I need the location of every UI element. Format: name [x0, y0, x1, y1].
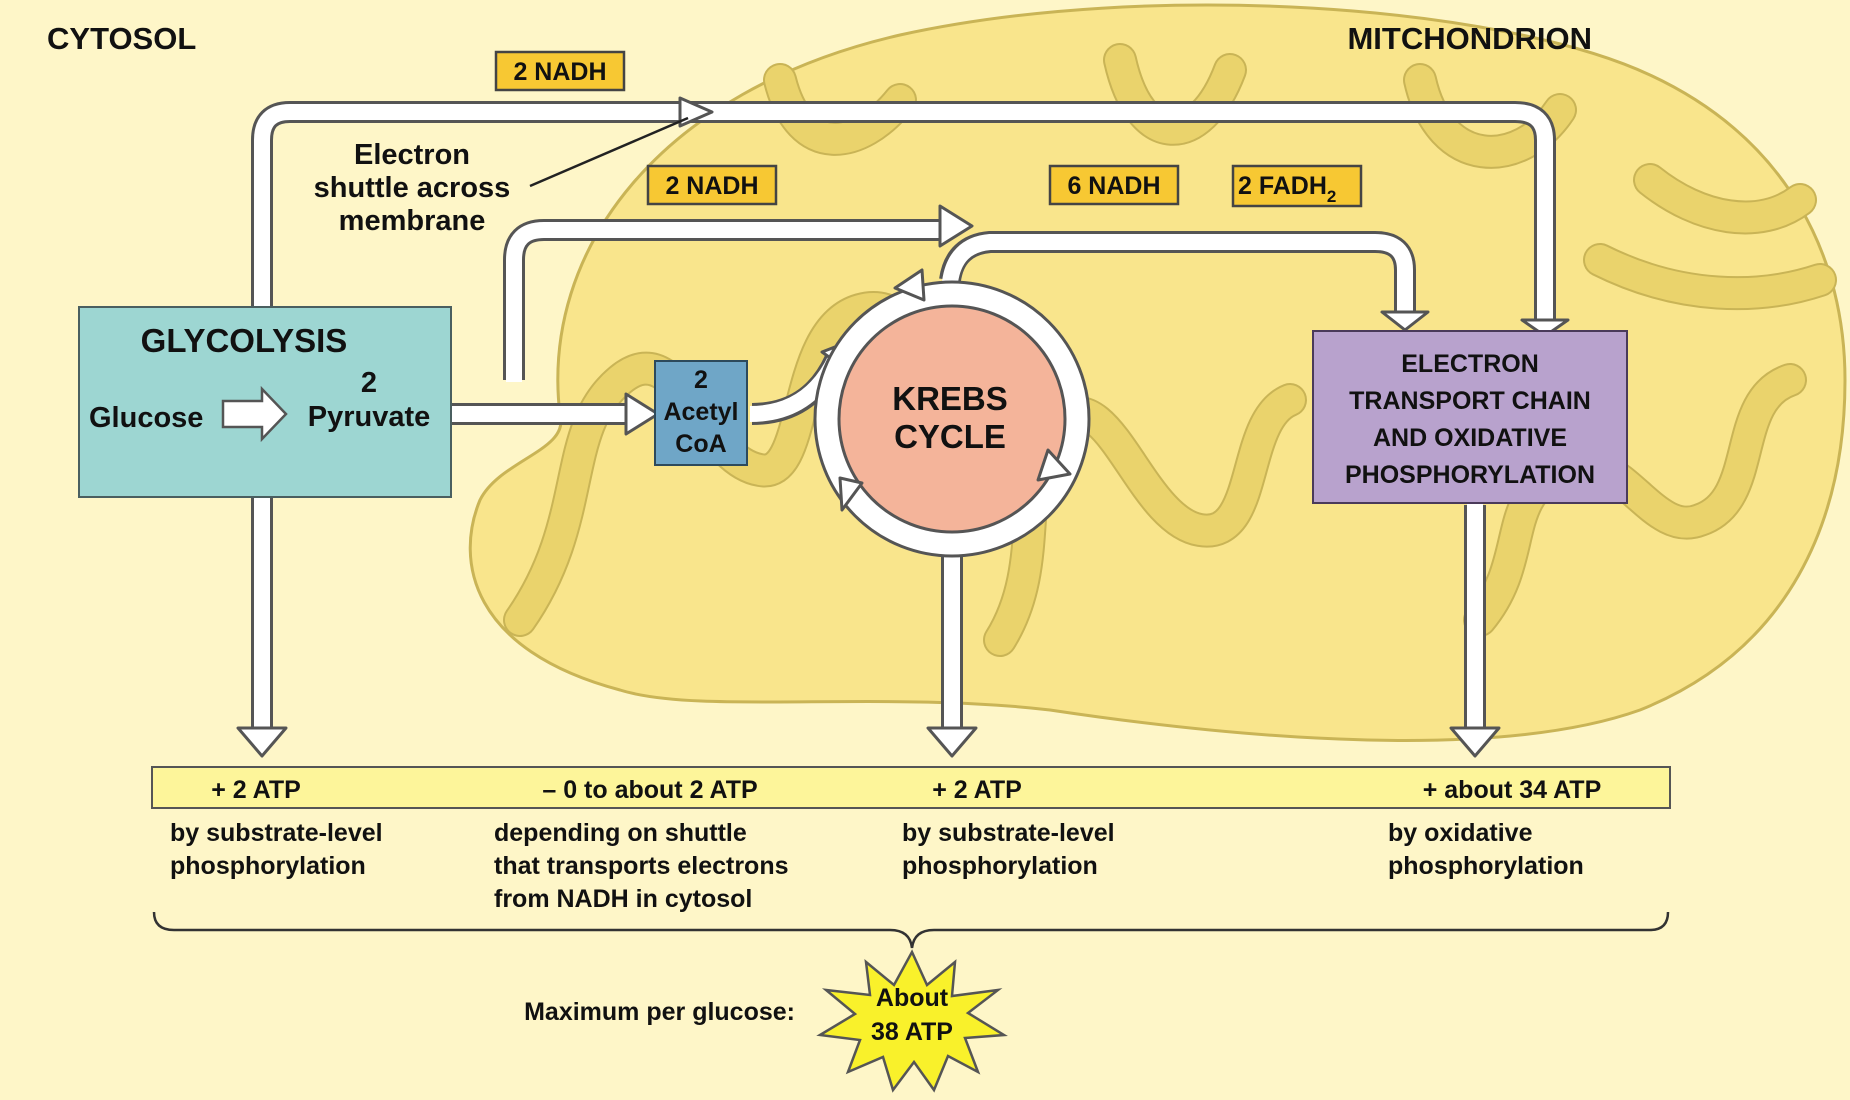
- sum-brace: [152, 911, 1670, 949]
- svg-text:by oxidative: by oxidative: [1388, 819, 1533, 847]
- pyruvate-label: Pyruvate: [308, 401, 431, 433]
- krebs-title-2: CYCLE: [894, 418, 1006, 455]
- svg-text:About: About: [876, 984, 949, 1012]
- svg-text:Acetyl: Acetyl: [663, 398, 738, 426]
- svg-text:+ 2 ATP: + 2 ATP: [211, 776, 301, 804]
- svg-text:– 0 to about 2 ATP: – 0 to about 2 ATP: [542, 776, 757, 804]
- svg-text:depending on shuttle: depending on shuttle: [494, 819, 747, 847]
- svg-text:AND OXIDATIVE: AND OXIDATIVE: [1373, 424, 1567, 452]
- svg-text:6 NADH: 6 NADH: [1067, 172, 1160, 200]
- glucose-label: Glucose: [89, 402, 203, 434]
- svg-text:PHOSPHORYLATION: PHOSPHORYLATION: [1345, 461, 1595, 489]
- glycolysis-title: GLYCOLYSIS: [141, 322, 348, 359]
- svg-text:that transports electrons: that transports electrons: [494, 852, 789, 880]
- svg-text:phosphorylation: phosphorylation: [170, 852, 366, 880]
- electron-transport-box: ELECTRON TRANSPORT CHAIN AND OXIDATIVE P…: [1312, 330, 1628, 504]
- svg-text:TRANSPORT CHAIN: TRANSPORT CHAIN: [1349, 387, 1591, 415]
- nadh-pyruvate-pipe: [503, 204, 1430, 382]
- atp-total-burst: About 38 ATP: [816, 949, 1008, 1093]
- mitochondrion-label: MITCHONDRION: [1347, 21, 1592, 56]
- svg-text:2: 2: [361, 367, 377, 399]
- svg-text:ELECTRON: ELECTRON: [1401, 350, 1539, 378]
- svg-text:38 ATP: 38 ATP: [871, 1018, 953, 1046]
- svg-text:2: 2: [694, 366, 708, 394]
- svg-text:2 NADH: 2 NADH: [665, 172, 758, 200]
- glucose-arrow: [221, 385, 288, 443]
- nadh-shuttle-pipe: [251, 96, 1570, 338]
- badge-fadh2-krebs: 2 FADH2: [1231, 164, 1363, 208]
- svg-text:membrane: membrane: [339, 205, 486, 237]
- svg-text:Electron: Electron: [354, 139, 470, 171]
- svg-text:shuttle across: shuttle across: [314, 172, 511, 204]
- svg-text:from NADH in cytosol: from NADH in cytosol: [494, 885, 752, 913]
- down-arrows: [236, 496, 1501, 758]
- pyruvate-to-acetyl-arrow: [450, 392, 660, 436]
- krebs-title-1: KREBS: [892, 380, 1008, 417]
- badge-nadh-krebs: 6 NADH: [1048, 164, 1180, 206]
- svg-text:2 FADH2: 2 FADH2: [1238, 172, 1336, 206]
- svg-text:by substrate-level: by substrate-level: [170, 819, 383, 847]
- badge-nadh-pyruvate: 2 NADH: [646, 164, 778, 206]
- svg-text:+ about 34 ATP: + about 34 ATP: [1423, 776, 1602, 804]
- cytosol-label: CYTOSOL: [47, 21, 196, 56]
- atp-notes: by substrate-level phosphorylation depen…: [170, 819, 1584, 913]
- svg-text:CoA: CoA: [675, 430, 726, 458]
- krebs-cycle: KREBS CYCLE: [813, 268, 1091, 558]
- atp-yield-bar: + 2 ATP – 0 to about 2 ATP + 2 ATP + abo…: [151, 766, 1671, 809]
- svg-text:+ 2 ATP: + 2 ATP: [932, 776, 1022, 804]
- badge-nadh-glycolysis: 2 NADH: [494, 50, 626, 92]
- svg-text:phosphorylation: phosphorylation: [902, 852, 1098, 880]
- acetyl-coa-box: 2 Acetyl CoA: [654, 360, 748, 466]
- svg-text:2 NADH: 2 NADH: [513, 58, 606, 86]
- electron-shuttle-label: Electron shuttle across membrane: [314, 116, 689, 237]
- svg-text:phosphorylation: phosphorylation: [1388, 852, 1584, 880]
- svg-text:by substrate-level: by substrate-level: [902, 819, 1115, 847]
- glycolysis-box: GLYCOLYSIS Glucose 2 Pyruvate: [78, 306, 452, 498]
- max-per-glucose-label: Maximum per glucose:: [524, 998, 795, 1026]
